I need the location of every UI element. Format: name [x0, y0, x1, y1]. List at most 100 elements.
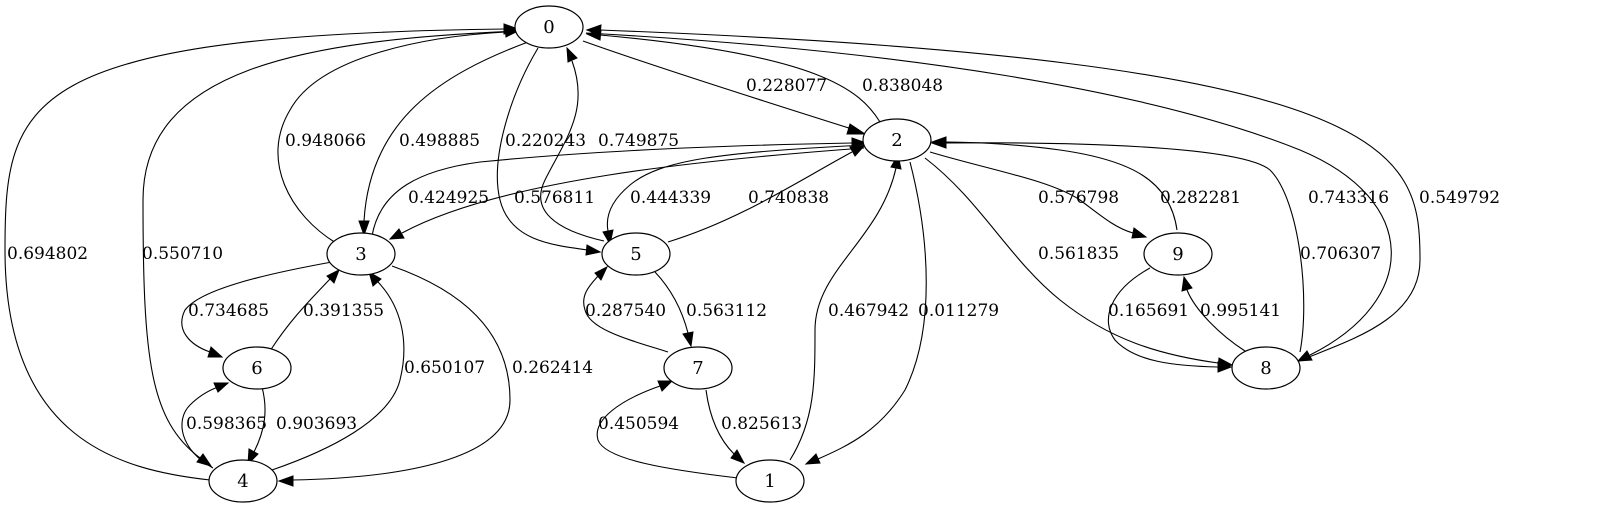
edge-weight-label: 0.740838 [748, 188, 829, 208]
edge-weight-label: 0.838048 [862, 76, 943, 96]
edge-line [667, 151, 853, 243]
edge-0-to-4: 0.550710 [142, 30, 521, 467]
edge-2-to-1: 0.011279 [804, 161, 999, 465]
edge-line [496, 47, 589, 251]
edge-line [944, 142, 1305, 353]
node-7: 7 [663, 346, 733, 390]
arrowhead [657, 380, 674, 392]
edge-weight-label: 0.287540 [585, 301, 666, 321]
edge-line [371, 142, 853, 237]
edge-line [583, 275, 669, 353]
edge-8-to-9: 0.995141 [1181, 275, 1281, 352]
arrowhead [594, 265, 609, 281]
edge-2-to-3: 0.576811 [388, 147, 865, 240]
edge-weight-label: 0.576811 [514, 188, 595, 208]
arrowhead [358, 220, 370, 237]
edge-line [654, 271, 689, 334]
arrowhead [1131, 227, 1148, 239]
arrowhead [846, 123, 867, 135]
edge-weight-label: 0.598365 [186, 414, 267, 434]
edge-line [540, 60, 605, 242]
edge-line [599, 34, 881, 123]
node-label: 1 [764, 471, 775, 492]
arrowhead [682, 331, 694, 348]
edge-weight-label: 0.749875 [598, 131, 679, 151]
node-3: 3 [326, 232, 396, 276]
edge-line [291, 265, 511, 481]
edge-weight-label: 0.262414 [512, 358, 593, 378]
edge-weight-label: 0.948066 [285, 131, 366, 151]
node-1: 1 [735, 459, 805, 503]
arrowhead [1217, 361, 1233, 373]
arrowhead [585, 24, 602, 36]
edge-weight-label: 0.576798 [1038, 188, 1119, 208]
node-6: 6 [222, 346, 292, 390]
edge-1-to-7: 0.450594 [596, 380, 739, 479]
arrowhead [326, 268, 340, 284]
arrowhead [566, 46, 578, 63]
edge-line [596, 385, 739, 479]
edge-line [181, 386, 219, 469]
node-label: 5 [630, 244, 641, 265]
edge-weight-label: 0.706307 [1300, 244, 1381, 264]
edge-line [401, 147, 865, 234]
edge-line [253, 386, 266, 453]
edge-4-to-3: 0.650107 [271, 270, 485, 471]
edge-line [181, 261, 333, 353]
edge-line [599, 29, 1421, 362]
edge-7-to-5: 0.287540 [583, 265, 669, 353]
edge-weight-label: 0.282281 [1160, 188, 1241, 208]
edge-weight-label: 0.650107 [404, 358, 485, 378]
edge-weight-label: 0.444339 [630, 188, 711, 208]
node-0: 0 [514, 5, 584, 49]
edge-weight-label: 0.995141 [1200, 301, 1281, 321]
edge-line [924, 157, 1219, 364]
edge-weight-label: 0.743316 [1308, 188, 1389, 208]
node-5: 5 [601, 232, 671, 276]
edge-9-to-8: 0.165691 [1107, 267, 1233, 373]
edge-weight-label: 0.694802 [7, 244, 88, 264]
arrowhead [277, 475, 294, 487]
node-label: 3 [355, 244, 366, 265]
node-label: 4 [237, 471, 248, 492]
edge-1-to-2: 0.467942 [789, 153, 909, 461]
arrowhead [207, 346, 224, 358]
arrowhead [1296, 350, 1313, 362]
edge-line [705, 389, 735, 455]
edge-2-to-5: 0.444339 [602, 144, 867, 246]
node-label: 9 [1172, 244, 1183, 265]
node-4: 4 [208, 459, 278, 503]
edge-2-to-9: 0.576798 [929, 151, 1148, 239]
arrowhead [368, 270, 382, 287]
node-label: 8 [1260, 358, 1271, 379]
edge-line [944, 141, 1178, 231]
edge-line [789, 167, 897, 461]
node-8: 8 [1231, 346, 1301, 390]
arrowhead [213, 382, 230, 393]
arrowhead [804, 453, 821, 465]
edge-line [1107, 267, 1219, 368]
edge-line [929, 151, 1134, 234]
edge-8-to-2: 0.706307 [930, 137, 1381, 353]
arrowhead [585, 244, 602, 256]
edge-line [277, 31, 507, 244]
node-label: 6 [251, 358, 262, 379]
edge-weight-label: 0.011279 [918, 301, 999, 321]
edge-weight-label: 0.734685 [188, 301, 269, 321]
edge-line [585, 32, 1392, 356]
edge-3-to-4: 0.262414 [277, 265, 593, 487]
arrowhead [930, 137, 947, 149]
edge-4-to-0: 0.694802 [4, 23, 520, 481]
edge-0-to-8: 0.743316 [585, 32, 1392, 362]
arrowhead [730, 449, 746, 464]
node-9: 9 [1143, 232, 1213, 276]
edge-0-to-2: 0.228077 [582, 40, 867, 135]
edge-line [817, 161, 927, 460]
edge-0-to-3: 0.498885 [358, 41, 529, 237]
edge-weight-label: 0.550710 [142, 244, 223, 264]
edge-7-to-1: 0.825613 [705, 389, 802, 464]
edge-weight-label: 0.467942 [828, 301, 909, 321]
edge-weight-label: 0.561835 [1038, 244, 1119, 264]
node-label: 0 [543, 17, 554, 38]
